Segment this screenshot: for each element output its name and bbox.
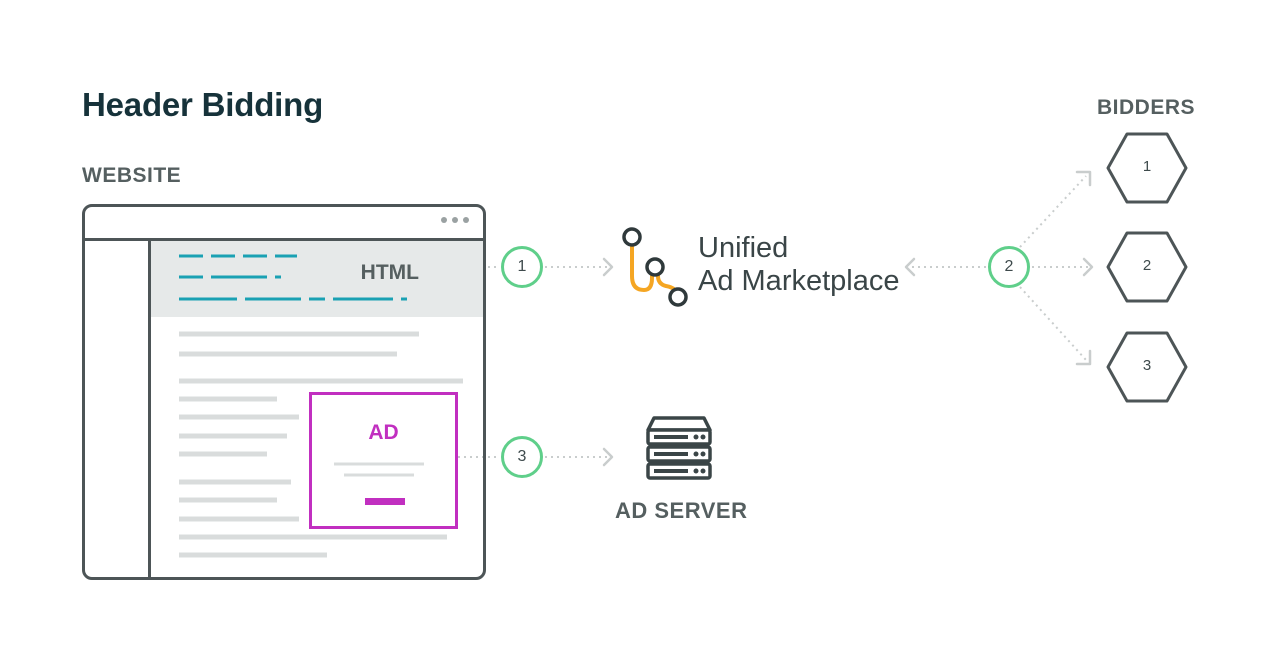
arrow-right-uam [602, 257, 614, 277]
html-header-section: HTML [151, 241, 483, 317]
bidder-1-label: 1 [1142, 158, 1152, 175]
uam-name-line2: Ad Marketplace [698, 265, 900, 297]
step-1-node: 1 [501, 246, 543, 288]
bidder-3-label: 3 [1142, 357, 1152, 374]
page-title: Header Bidding [82, 86, 324, 123]
hexagon-icon [1106, 331, 1188, 403]
window-menu-icon [441, 217, 469, 223]
ad-server-label: AD SERVER [615, 498, 748, 523]
uam-name-line1: Unified [698, 232, 789, 264]
arrow-left-uam [904, 257, 916, 277]
bidder-2: 2 [1106, 231, 1188, 303]
page-text-lines [179, 331, 463, 558]
arrow-right-server [602, 447, 614, 467]
arrow-up-bidder-1 [1075, 170, 1092, 187]
ad-label: AD [368, 421, 399, 444]
step-3-node: 3 [501, 436, 543, 478]
bidder-2-label: 2 [1142, 257, 1152, 274]
browser-sidebar-divider [148, 241, 151, 577]
uam-name: Unified Ad Marketplace [698, 232, 900, 298]
arrow-down-bidder-3 [1075, 349, 1092, 366]
hexagon-icon [1106, 231, 1188, 303]
bidder-1: 1 [1106, 132, 1188, 204]
html-code-lines [179, 254, 407, 301]
website-label: WEBSITE [82, 164, 182, 187]
browser-topbar-divider [85, 238, 483, 241]
bidders-label: BIDDERS [1097, 96, 1196, 119]
website-browser-window: HTML AD [82, 204, 486, 580]
ad-slot: AD [309, 392, 458, 529]
step-2-node: 2 [988, 246, 1030, 288]
bidder-3: 3 [1106, 331, 1188, 403]
server-icon [646, 416, 712, 480]
ad-content-lines [334, 462, 424, 505]
html-label: HTML [360, 261, 419, 284]
hexagon-icon [1106, 132, 1188, 204]
arrow-right-bidder-2 [1082, 257, 1094, 277]
uam-logo-icon [622, 227, 688, 307]
